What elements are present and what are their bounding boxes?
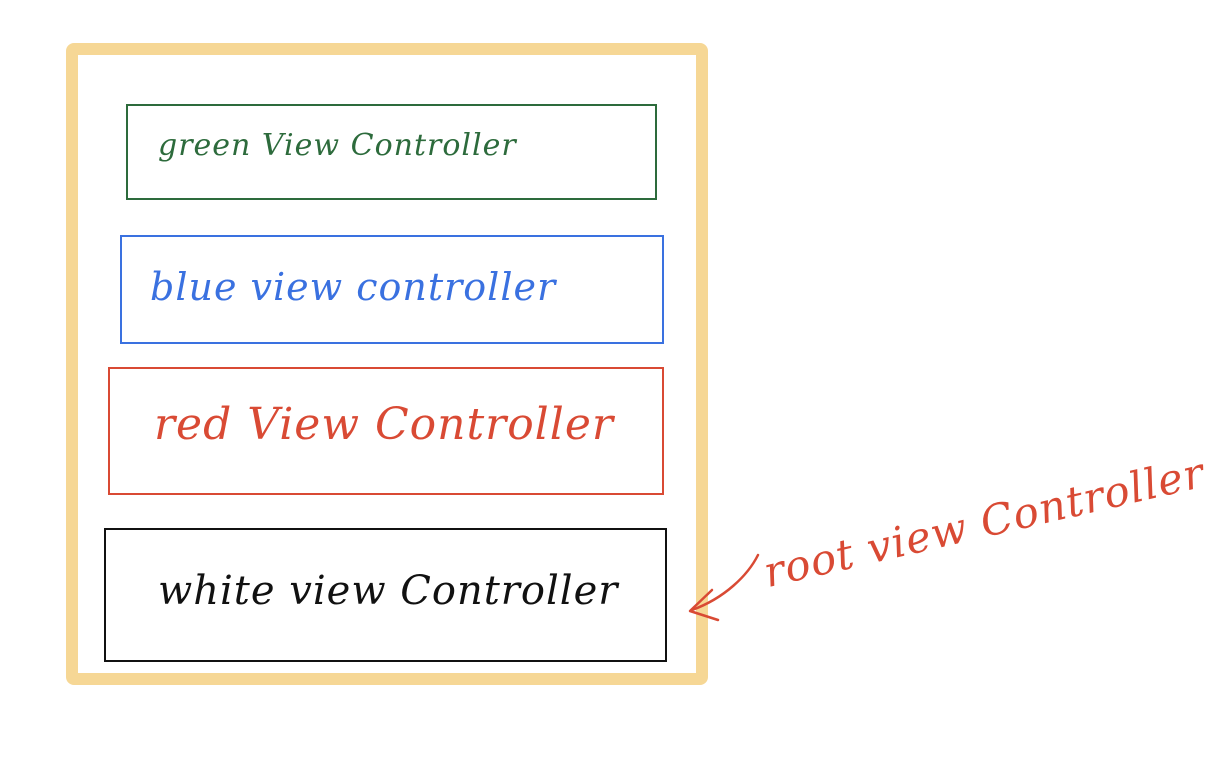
blue-view-controller-box: blue view controller (120, 235, 664, 344)
red-view-controller-label: red View Controller (154, 399, 614, 450)
blue-view-controller-label: blue view controller (150, 265, 557, 309)
root-view-controller-label: root view Controller (758, 447, 1210, 597)
white-view-controller-box: white view Controller (104, 528, 667, 662)
white-view-controller-label: white view Controller (158, 568, 619, 614)
green-view-controller-label: green View Controller (158, 128, 517, 163)
red-view-controller-box: red View Controller (108, 367, 664, 495)
green-view-controller-box: green View Controller (126, 104, 657, 200)
